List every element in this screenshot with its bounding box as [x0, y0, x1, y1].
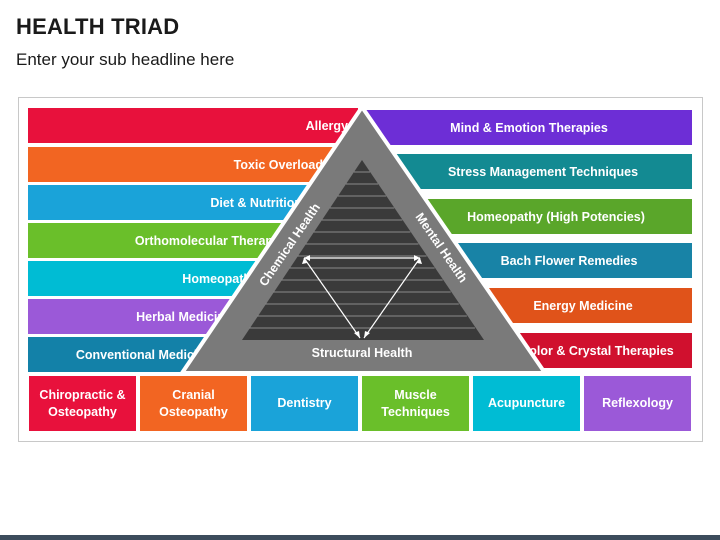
right-bar-color-crystal: Color & Crystal Therapies	[502, 333, 692, 368]
left-bar-label: Diet & Nutrition	[210, 195, 302, 210]
inner-stripes	[249, 171, 475, 329]
left-bar-label: Toxic Overload	[233, 157, 323, 172]
triangle-base-label: Structural Health	[312, 346, 413, 360]
bottom-box-muscle: Muscle Techniques	[362, 376, 469, 431]
left-bar-label: Orthomolecular Therapy	[134, 233, 280, 248]
triad-arrows	[303, 257, 421, 339]
left-bar-label: Herbal Medicine	[136, 309, 232, 324]
left-bar-label: Allergy	[305, 118, 348, 133]
right-bar-bach-flower: Bach Flower Remedies	[446, 243, 692, 278]
left-bar-herbal-medicine: Herbal Medicine	[28, 299, 242, 334]
bottom-box-label: Reflexology	[602, 396, 673, 411]
bottom-box-acupuncture: Acupuncture	[473, 376, 580, 431]
right-bar-energy-medicine: Energy Medicine	[474, 288, 692, 323]
bottom-box-label: Muscle Techniques	[381, 387, 450, 419]
right-bar-label: Mind & Emotion Therapies	[450, 120, 608, 135]
right-bar-homeopathy-high: Homeopathy (High Potencies)	[420, 199, 692, 234]
left-bar-toxic-overload: Toxic Overload	[28, 147, 333, 182]
bottom-box-reflexology: Reflexology	[584, 376, 691, 431]
inner-triangle	[242, 160, 484, 340]
left-bar-label: Conventional Medicine	[75, 347, 212, 362]
arrow-heads	[302, 255, 422, 338]
bottom-box-label: Dentistry	[277, 396, 332, 411]
footer-strip	[0, 535, 720, 540]
left-bar-label: Homeopathy	[182, 271, 258, 286]
left-bar-homeopathy: Homeopathy	[28, 261, 268, 296]
right-bar-stress-management: Stress Management Techniques	[394, 154, 692, 189]
page-title: HEALTH TRIAD	[16, 14, 180, 39]
bottom-box-label: Chiropractic & Osteopathy	[39, 387, 126, 419]
left-bar-conventional-medicine: Conventional Medicine	[28, 337, 222, 372]
bottom-box-label: Cranial Osteopathy	[159, 387, 228, 419]
bottom-box-dentistry: Dentistry	[251, 376, 358, 431]
right-bar-label: Energy Medicine	[533, 298, 633, 313]
bottom-box-chiropractic: Chiropractic & Osteopathy	[29, 376, 136, 431]
right-bar-label: Homeopathy (High Potencies)	[467, 209, 645, 224]
right-bar-mind-emotion: Mind & Emotion Therapies	[366, 110, 692, 145]
right-bar-label: Color & Crystal Therapies	[520, 343, 674, 358]
bottom-box-cranial: Cranial Osteopathy	[140, 376, 247, 431]
left-bar-allergy: Allergy	[28, 108, 358, 143]
left-bar-orthomolecular: Orthomolecular Therapy	[28, 223, 290, 258]
bottom-box-label: Acupuncture	[487, 396, 566, 411]
left-bar-diet-nutrition: Diet & Nutrition	[28, 185, 312, 220]
page-subtitle: Enter your sub headline here	[16, 50, 235, 69]
right-bar-label: Bach Flower Remedies	[500, 253, 638, 268]
right-bar-label: Stress Management Techniques	[447, 164, 639, 179]
